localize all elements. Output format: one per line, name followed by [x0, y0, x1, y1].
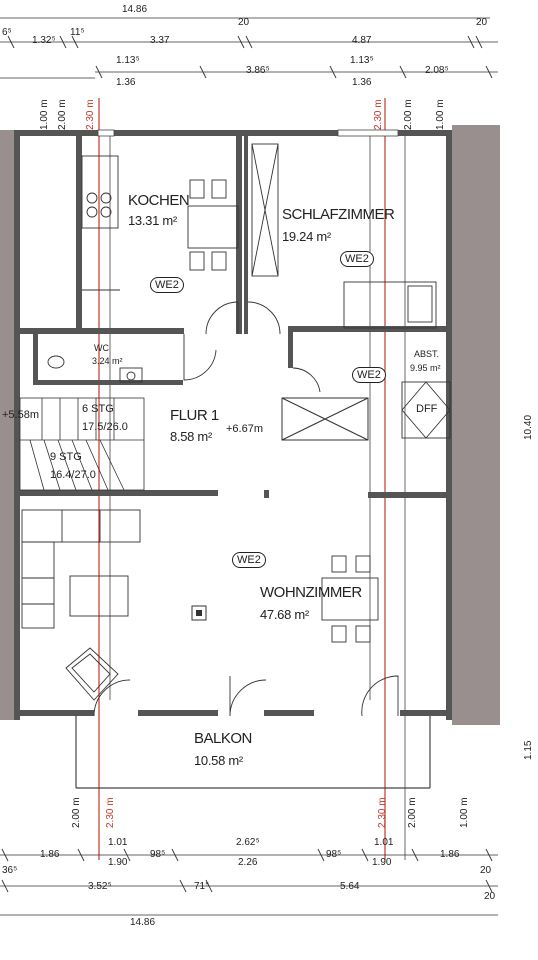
level-left: +5.58m	[2, 409, 39, 421]
dim-total-bottom: 14.86	[130, 917, 156, 928]
dim-top-m: 1.36	[352, 77, 372, 88]
doors	[93, 301, 399, 717]
height-bottom-1: 2.00 m	[71, 797, 82, 828]
room-kochen-area: 13.31 m²	[128, 213, 177, 228]
height-top-4: 2.30 m	[373, 99, 384, 130]
dim-bottom-i: 1.90	[108, 857, 128, 868]
height-top-6: 1.00 m	[435, 99, 446, 130]
height-top-1: 1.00 m	[39, 99, 50, 130]
right-edge-dim-2: 1.15	[523, 740, 534, 760]
chimney	[191, 605, 207, 621]
dim-bottom-h: 36⁵	[2, 865, 18, 876]
height-bottom-3: 2.30 m	[377, 797, 388, 828]
dim-top-d: 3.37	[150, 35, 170, 46]
dim-top-k: 2.08⁵	[425, 65, 449, 76]
dim-top-b: 1.32⁵	[32, 35, 56, 46]
room-balkon-area: 10.58 m²	[194, 753, 243, 768]
height-bottom-5: 1.00 m	[459, 797, 470, 828]
unit-tag-kochen: WE2	[150, 277, 184, 293]
room-abst-name: ABST.	[414, 349, 440, 359]
dim-top-a: 6⁵	[2, 27, 12, 38]
dim-top-i: 3.86⁵	[246, 65, 270, 76]
height-top-2: 2.00 m	[57, 99, 68, 130]
dim-bottom-j: 2.26	[238, 857, 258, 868]
room-wohnzimmer-name: WOHNZIMMER	[260, 584, 362, 601]
dim-top-e: 20	[238, 17, 250, 28]
dim-bottom-n: 71⁵	[194, 881, 210, 892]
dim-top-l: 1.36	[116, 77, 136, 88]
room-wc-area: 3.24 m²	[92, 356, 123, 366]
roof-hatch	[401, 381, 451, 439]
roof-hatch-label: DFF	[416, 403, 438, 415]
sofa	[21, 509, 141, 629]
right-edge-dim-1: 10.40	[523, 414, 534, 440]
bed	[343, 281, 437, 329]
dim-bottom-k: 1.90	[372, 857, 392, 868]
stair-upper-ratio: 17.5/26.0	[82, 421, 128, 433]
stove	[65, 647, 119, 701]
dim-bottom-a: 1.86	[40, 849, 60, 860]
room-flur-area: 8.58 m²	[170, 429, 212, 444]
stair-lower-count: 9 STG	[50, 451, 82, 463]
kitchen-furniture	[81, 155, 239, 291]
roof-height-lines	[98, 98, 386, 860]
height-bottom-4: 2.00 m	[407, 797, 418, 828]
dim-bottom-p: 20	[484, 891, 496, 902]
dim-bottom-o: 5.64	[340, 881, 360, 892]
dim-bottom-c: 98⁵	[150, 849, 166, 860]
stairwell-opening	[281, 397, 369, 441]
right-neighbor-wall	[452, 125, 500, 725]
dim-top-c: 11⁵	[70, 27, 85, 38]
room-schlafzimmer-area: 19.24 m²	[282, 229, 331, 244]
dim-bottom-e: 98⁵	[326, 849, 342, 860]
height-bottom-2: 2.30 m	[105, 797, 116, 828]
dim-top-f: 4.87	[352, 35, 372, 46]
balcony-outline	[75, 716, 431, 789]
dimension-ticks-bottom	[1, 848, 493, 893]
left-neighbor-wall	[0, 130, 14, 720]
room-wc-name: WC	[94, 343, 109, 353]
room-balkon-name: BALKON	[194, 730, 252, 747]
stairwell	[19, 397, 145, 491]
height-top-3: 2.30 m	[85, 99, 96, 130]
dimension-ticks-top	[7, 35, 493, 79]
height-top-5: 2.00 m	[403, 99, 414, 130]
unit-tag-schlafzimmer: WE2	[340, 251, 374, 267]
walls	[14, 130, 452, 720]
unit-tag-flur: WE2	[352, 367, 386, 383]
room-kochen-name: KOCHEN	[128, 192, 190, 209]
dining-table	[321, 555, 379, 643]
dim-bottom-l: 20	[480, 865, 492, 876]
wardrobe	[251, 143, 279, 277]
room-abst-area: 9.95 m²	[410, 363, 441, 373]
dim-top-g: 20	[476, 17, 488, 28]
dim-bottom-f: 1.01	[374, 837, 394, 848]
wc-fixtures	[47, 355, 143, 383]
unit-tag-wohnzimmer: WE2	[232, 552, 266, 568]
dim-total-top: 14.86	[122, 4, 148, 15]
dim-bottom-b: 1.01	[108, 837, 128, 848]
level-flur: +6.67m	[226, 423, 263, 435]
room-flur-name: FLUR 1	[170, 407, 219, 424]
dim-top-h: 1.13⁵	[116, 55, 140, 66]
room-schlafzimmer-name: SCHLAFZIMMER	[282, 206, 395, 223]
stair-lower-ratio: 16.4/27.0	[50, 469, 96, 481]
room-wohnzimmer-area: 47.68 m²	[260, 607, 309, 622]
dim-top-j: 1.13⁵	[350, 55, 374, 66]
windows	[97, 129, 399, 137]
dim-bottom-g: 1.86	[440, 849, 460, 860]
dim-bottom-m: 3.52⁵	[88, 881, 112, 892]
dim-bottom-d: 2.62⁵	[236, 837, 260, 848]
stair-upper-count: 6 STG	[82, 403, 114, 415]
